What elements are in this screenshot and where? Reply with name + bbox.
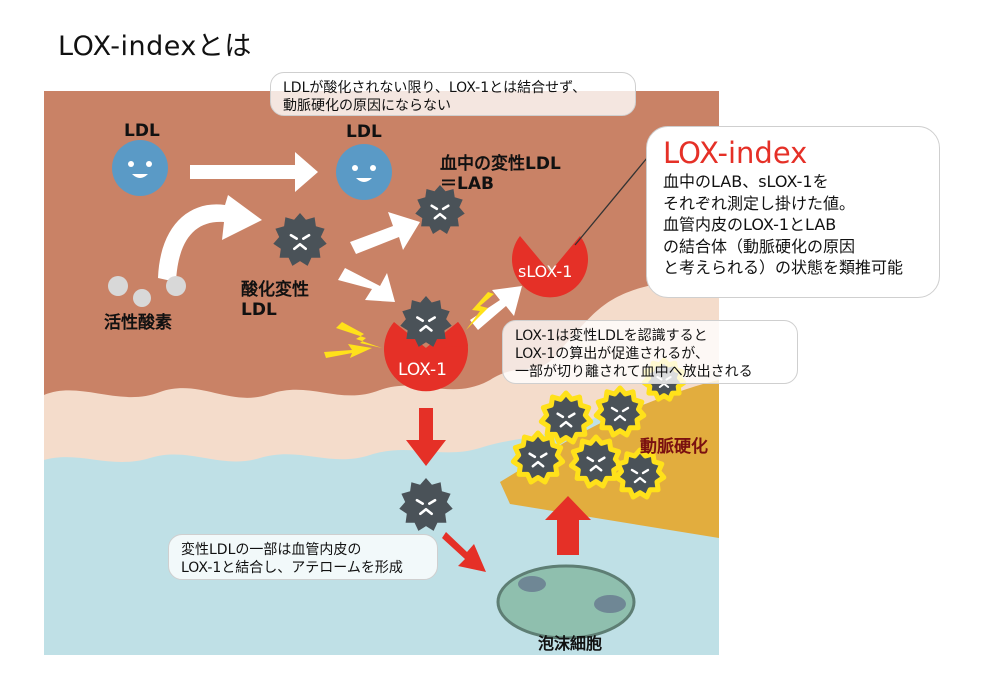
- plaque-ldl-particle: [593, 385, 647, 438]
- callout-line: [574, 151, 653, 246]
- arrow-ox-to-blood: [350, 212, 420, 254]
- lox-index-box: LOX-index 血中のLAB、sLOX-1を それぞれ測定し掛けた値。 血管…: [646, 126, 940, 298]
- plaque-ldl-particle: [510, 430, 566, 485]
- label-modified-ldl-line: ＝LAB: [440, 174, 494, 194]
- note-middle-line: LOX-1は変性LDLを認識すると: [515, 328, 708, 344]
- label-oxidized-ldl-line: 酸化変性: [241, 280, 309, 300]
- arrow-ox-to-lox1: [338, 268, 395, 302]
- foam-cell-vacuole: [518, 576, 546, 592]
- label-lox1: LOX-1: [398, 360, 447, 380]
- ldl-particle-left: [112, 140, 168, 196]
- note-bottom: 変性LDLの一部は血管内皮の LOX-1と結合し、アテロームを形成: [168, 534, 438, 580]
- arrow-to-foam-cell: [442, 532, 486, 572]
- lox-index-line: 血管内皮のLOX-1とLAB: [663, 215, 837, 234]
- note-bottom-line: 変性LDLの一部は血管内皮の: [181, 542, 362, 558]
- lightning-icon: [324, 344, 372, 358]
- lightning-icon: [466, 292, 494, 330]
- label-foam-cell: 泡沫細胞: [538, 634, 603, 653]
- note-bottom-line: LOX-1と結合し、アテロームを形成: [181, 560, 403, 576]
- arrow-foam-to-plaque: [545, 496, 591, 555]
- lox-index-description: 血中のLAB、sLOX-1を それぞれ測定し掛けた値。 血管内皮のLOX-1とL…: [663, 171, 923, 279]
- note-top-line: LDLが酸化されない限り、LOX-1とは結合せず、: [283, 80, 587, 96]
- oxidized-ldl-particle: [273, 213, 327, 266]
- slox1-receptor: [512, 236, 588, 298]
- arrow-ros-to-oxidation: [158, 195, 262, 282]
- label-ldl-left: LDL: [124, 121, 160, 141]
- lox-index-line: の結合体（動脈硬化の原因: [663, 236, 856, 256]
- label-oxidized-ldl: 酸化変性 LDL: [241, 280, 309, 320]
- lox-index-heading: LOX-index: [663, 136, 808, 170]
- reactive-oxygen: [108, 276, 186, 307]
- ldl-particle-right: [336, 144, 392, 200]
- note-middle-line: LOX-1の算出が促進されるが、: [515, 346, 709, 362]
- plaque-particles: [510, 357, 687, 500]
- page-title: LOX-indexとは: [58, 31, 252, 62]
- plaque-ldl-particle: [538, 390, 594, 445]
- red-arrows: [406, 408, 591, 572]
- arrow-ldl-to-ldl: [190, 152, 318, 192]
- label-oxidized-ldl-line: LDL: [241, 300, 277, 320]
- label-modified-ldl: 血中の変性LDL ＝LAB: [440, 154, 561, 194]
- arrow-lox1-to-slox1: [470, 286, 522, 330]
- label-slox1: sLOX-1: [518, 262, 573, 281]
- note-top: LDLが酸化されない限り、LOX-1とは結合せず、 動脈硬化の原因にならない: [270, 72, 636, 116]
- lox-index-line: 血中のLAB、sLOX-1を: [663, 172, 829, 191]
- label-modified-ldl-line: 血中の変性LDL: [440, 154, 561, 174]
- label-arteriosclerosis: 動脈硬化: [640, 437, 708, 457]
- lox1-pacman-mouth: [426, 322, 468, 348]
- plaque-ldl-particle: [613, 447, 667, 500]
- note-middle-line: 一部が切り離されて血中へ放出される: [515, 364, 753, 380]
- lightning-icon: [336, 322, 382, 348]
- label-reactive-oxygen: 活性酸素: [104, 313, 172, 333]
- lightning-bolts: [324, 292, 494, 358]
- oxidized-ldl-particle: [399, 478, 453, 531]
- lox-index-line: と考えられる）の状態を類推可能: [663, 258, 904, 277]
- note-top-line: 動脈硬化の原因にならない: [283, 98, 451, 114]
- oxidized-ldl-particle: [415, 185, 465, 234]
- lox-index-line: それぞれ測定し掛けた値。: [663, 193, 856, 213]
- foam-cell-vacuole: [594, 595, 626, 613]
- plaque-ldl-particle: [568, 434, 624, 489]
- oxidized-ldl-particle: [400, 296, 452, 347]
- white-arrows: [158, 152, 522, 330]
- label-ldl-right: LDL: [346, 122, 382, 142]
- note-middle: LOX-1は変性LDLを認識すると LOX-1の算出が促進されるが、 一部が切り…: [502, 320, 798, 384]
- arrow-lox1-down: [406, 408, 446, 466]
